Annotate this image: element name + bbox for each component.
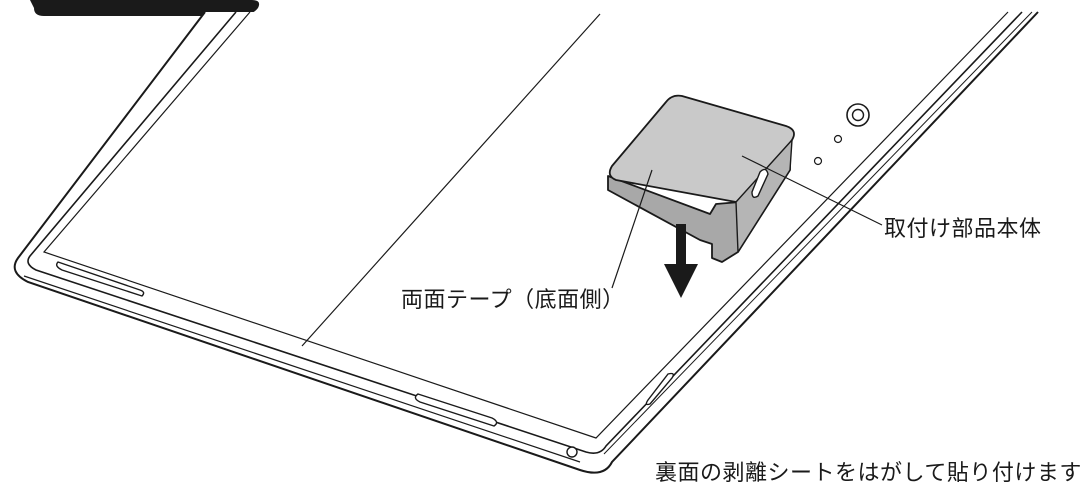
leader-line-mount-body [741, 155, 883, 226]
panel-seam [301, 13, 601, 347]
tablet-inner-bevel [27, 11, 1023, 454]
bottom-caption: 裏面の剥離シートをはがして貼り付けます [655, 461, 1082, 486]
side-edge-line [603, 11, 1033, 455]
mount-part [607, 94, 795, 263]
mount-body-label: 取付け部品本体 [884, 217, 1042, 242]
camera-lens-inner [851, 108, 865, 122]
header-banner-corner [30, 0, 260, 16]
corner-hole [566, 446, 578, 458]
tablet-attachment-diagram [13, 0, 1039, 474]
sensor-dot-1 [833, 134, 843, 144]
speaker-slot-left [55, 261, 145, 297]
leader-line-tape [611, 169, 653, 289]
tape-label: 両面テープ（底面側） [401, 288, 625, 313]
mount-part-port [751, 168, 769, 199]
sensor-dot-2 [813, 156, 823, 166]
side-port-slot [645, 372, 675, 406]
tablet-side-edge [23, 275, 581, 463]
mount-part-front-face [735, 139, 793, 253]
speaker-slot-bottom [414, 393, 498, 427]
tablet-back-panel [42, 11, 1009, 439]
down-arrow-icon [664, 224, 698, 298]
